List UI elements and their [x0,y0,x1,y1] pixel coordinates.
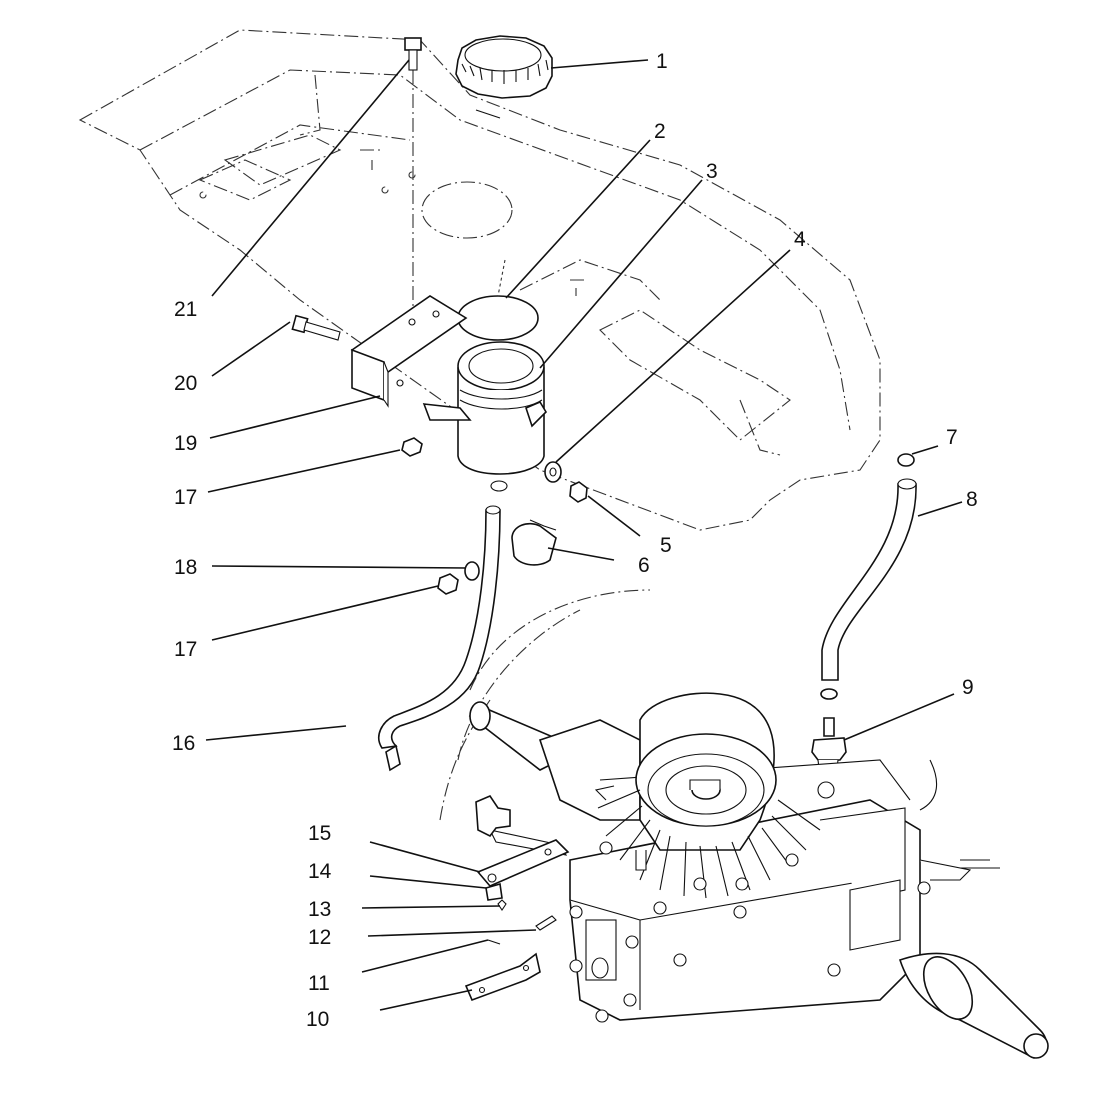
callout-13: 13 [308,898,331,921]
pin-12 [535,915,557,931]
callout-11: 11 [308,972,330,995]
callout-7: 7 [946,426,958,449]
callout-18: 18 [174,556,197,579]
callout-12: 12 [308,926,331,949]
nut-17-upper [401,437,423,457]
screw-21 [404,37,422,71]
callout-2: 2 [654,120,666,143]
hose-16 [378,480,508,772]
nut-17-lower [437,573,459,595]
hose-8 [820,478,917,700]
bolt-20 [291,314,341,341]
callout-20: 20 [174,372,197,395]
mount-bracket [350,295,468,408]
clamp-6 [511,519,557,566]
callout-1: 1 [656,50,668,73]
reservoir [422,341,548,475]
callout-5: 5 [660,534,672,557]
callout-17-upper: 17 [174,486,197,509]
leader-lines [205,59,963,1011]
fill-cap [455,35,553,119]
callout-17-lower: 17 [174,638,197,661]
fender-panel [78,29,881,531]
cooling-fins [597,789,821,899]
callout-21: 21 [174,298,197,321]
callout-15: 15 [308,822,331,845]
filter-disc [457,259,539,341]
callout-10: 10 [306,1008,329,1031]
nut-5 [569,481,588,503]
callout-9: 9 [962,676,974,699]
callout-16: 16 [172,732,195,755]
washer-4 [544,461,562,483]
callout-labels: 1 2 3 4 5 6 7 8 9 10 11 12 13 14 15 16 1… [172,50,978,1031]
bracket-15 [476,839,570,887]
callout-14: 14 [308,860,332,883]
callout-19: 19 [174,432,197,455]
callout-4: 4 [794,228,806,251]
callout-6: 6 [638,554,650,577]
bushing-14 [485,882,503,901]
bracket-10 [464,952,541,1002]
callout-3: 3 [706,160,718,183]
link-11 [487,939,501,945]
fitting-9 [811,717,847,777]
washer-18 [464,561,480,581]
pin-13 [497,899,507,911]
clamp-7 [897,453,915,467]
transaxle [439,589,1049,1059]
callout-8: 8 [966,488,978,511]
